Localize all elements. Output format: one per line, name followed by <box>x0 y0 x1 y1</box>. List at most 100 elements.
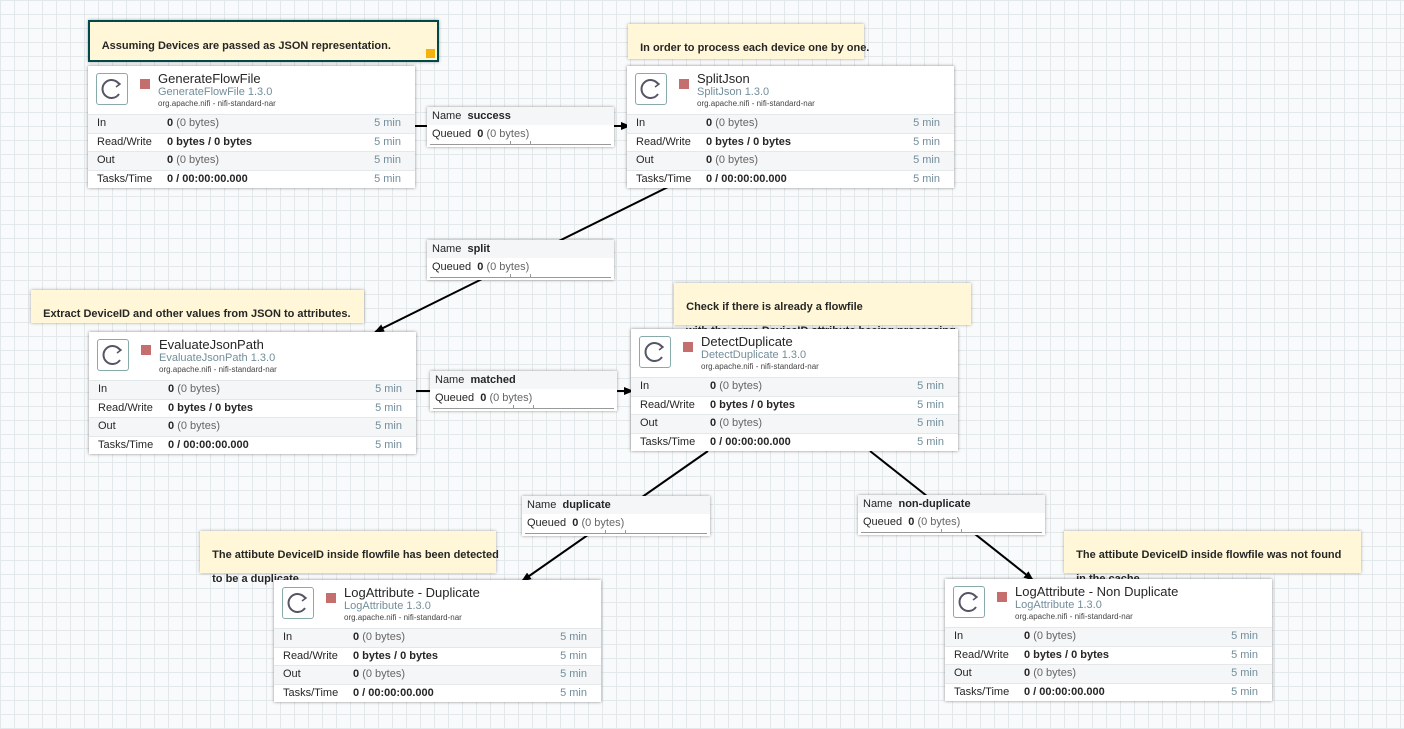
processor-splitjson[interactable]: SplitJson SplitJson 1.3.0 org.apache.nif… <box>627 66 954 188</box>
stat-window: 5 min <box>560 631 587 643</box>
stat-label: Tasks/Time <box>97 172 153 185</box>
processor-name: LogAttribute - Non Duplicate <box>1015 584 1179 599</box>
queue-progress-bar <box>430 274 611 278</box>
label-text-line-1: The attibute DeviceID inside flowfile ha… <box>212 549 499 561</box>
stat-value: 0 / 00:00:00.000 <box>168 438 249 451</box>
processor-header: LogAttribute - Duplicate LogAttribute 1.… <box>274 580 601 628</box>
connection-label-split[interactable]: Name split Queued 0 (0 bytes) <box>427 240 614 280</box>
processor-type: EvaluateJsonPath 1.3.0 <box>159 352 276 364</box>
processor-icon <box>97 339 129 371</box>
processor-generateflowfile[interactable]: GenerateFlowFile GenerateFlowFile 1.3.0 … <box>88 66 415 188</box>
label-check-duplicate[interactable]: Check if there is already a flowfile wit… <box>674 283 971 337</box>
stat-label: Read/Write <box>283 649 338 662</box>
stat-label: Out <box>954 667 972 679</box>
stat-value: 0 / 00:00:00.000 <box>167 172 248 185</box>
label-extract-deviceid[interactable]: Extract DeviceID and other values from J… <box>31 290 364 323</box>
connection-queued-row: Queued 0 (0 bytes) <box>435 392 533 404</box>
resize-handle[interactable] <box>426 49 435 58</box>
stat-value: 0 (0 bytes) <box>710 417 762 429</box>
processor-logattribute-nonduplicate[interactable]: LogAttribute - Non Duplicate LogAttribut… <box>945 579 1272 701</box>
connection-label-nonduplicate[interactable]: Name non-duplicate Queued 0 (0 bytes) <box>858 495 1045 535</box>
processor-type: GenerateFlowFile 1.3.0 <box>158 86 273 98</box>
stat-label: Out <box>97 154 115 166</box>
stopped-state-icon <box>679 79 689 89</box>
stat-value: 0 (0 bytes) <box>168 383 220 395</box>
connection-label-success[interactable]: Name success Queued 0 (0 bytes) <box>427 107 614 147</box>
processor-bundle: org.apache.nifi - nifi-standard-nar <box>1015 612 1133 621</box>
connection-name: split <box>467 243 491 255</box>
stat-value: 0 (0 bytes) <box>1024 630 1076 642</box>
processor-header: EvaluateJsonPath EvaluateJsonPath 1.3.0 … <box>89 332 416 380</box>
connection-label-duplicate[interactable]: Name duplicate Queued 0 (0 bytes) <box>522 496 710 536</box>
processor-detectduplicate[interactable]: DetectDuplicate DetectDuplicate 1.3.0 or… <box>631 329 958 451</box>
stat-value: 0 bytes / 0 bytes <box>353 649 438 662</box>
stopped-state-icon <box>997 592 1007 602</box>
connection-name: non-duplicate <box>898 498 971 510</box>
processor-name: GenerateFlowFile <box>158 71 261 86</box>
processor-name: LogAttribute - Duplicate <box>344 585 480 600</box>
stat-label: In <box>954 630 964 642</box>
stat-value: 0 (0 bytes) <box>710 380 762 392</box>
stat-window: 5 min <box>375 438 402 451</box>
processor-icon <box>953 586 985 618</box>
stat-window: 5 min <box>1231 648 1258 661</box>
stat-value: 0 (0 bytes) <box>167 154 219 166</box>
stat-value: 0 (0 bytes) <box>1024 667 1076 679</box>
stat-window: 5 min <box>913 154 940 166</box>
stat-window: 5 min <box>374 172 401 185</box>
processor-evaluatejsonpath[interactable]: EvaluateJsonPath EvaluateJsonPath 1.3.0 … <box>89 332 416 454</box>
stat-row-out: Out 0 (0 bytes) 5 min <box>945 664 1272 683</box>
processor-icon <box>639 336 671 368</box>
stopped-state-icon <box>326 593 336 603</box>
queue-progress-bar <box>430 141 611 145</box>
stat-window: 5 min <box>560 668 587 680</box>
stat-label: Out <box>98 420 116 432</box>
connection-name-row: Name duplicate <box>522 496 710 514</box>
connection-name: duplicate <box>562 499 611 511</box>
stat-window: 5 min <box>374 135 401 148</box>
stat-value: 0 (0 bytes) <box>353 631 405 643</box>
stat-value: 0 (0 bytes) <box>706 117 758 129</box>
processor-bundle: org.apache.nifi - nifi-standard-nar <box>701 362 819 371</box>
label-devices-json[interactable]: Assuming Devices are passed as JSON repr… <box>88 20 439 62</box>
stat-window: 5 min <box>1231 667 1258 679</box>
stat-label: Out <box>636 154 654 166</box>
stat-window: 5 min <box>913 172 940 185</box>
stat-value: 0 bytes / 0 bytes <box>1024 648 1109 661</box>
stat-window: 5 min <box>917 417 944 429</box>
stopped-state-icon <box>683 342 693 352</box>
label-duplicate-detected[interactable]: The attibute DeviceID inside flowfile ha… <box>200 531 499 585</box>
stat-label: Tasks/Time <box>640 435 696 448</box>
connection-label-matched[interactable]: Name matched Queued 0 (0 bytes) <box>430 371 617 411</box>
label-text-line-1: Check if there is already a flowfile <box>686 301 863 313</box>
stat-label: Tasks/Time <box>636 172 692 185</box>
processor-header: SplitJson SplitJson 1.3.0 org.apache.nif… <box>627 66 954 114</box>
queue-progress-bar <box>525 530 707 534</box>
stopped-state-icon <box>141 345 151 355</box>
processor-logattribute-duplicate[interactable]: LogAttribute - Duplicate LogAttribute 1.… <box>274 580 601 702</box>
stat-value: 0 / 00:00:00.000 <box>353 686 434 699</box>
processor-bundle: org.apache.nifi - nifi-standard-nar <box>158 99 276 108</box>
label-text: Assuming Devices are passed as JSON repr… <box>101 40 391 52</box>
stat-label: Out <box>640 417 658 429</box>
label-not-found-cache[interactable]: The attibute DeviceID inside flowfile wa… <box>1064 531 1361 585</box>
processor-header: DetectDuplicate DetectDuplicate 1.3.0 or… <box>631 329 958 377</box>
stat-window: 5 min <box>917 435 944 448</box>
queue-progress-bar <box>861 529 1042 533</box>
label-process-one-by-one[interactable]: In order to process each device one by o… <box>628 24 869 59</box>
connection-name: matched <box>470 374 516 386</box>
stat-row-tasks: Tasks/Time 0 / 00:00:00.000 5 min <box>88 169 415 189</box>
stat-label: Tasks/Time <box>954 685 1010 698</box>
processor-bundle: org.apache.nifi - nifi-standard-nar <box>697 99 815 108</box>
stat-value: 0 bytes / 0 bytes <box>706 135 791 148</box>
